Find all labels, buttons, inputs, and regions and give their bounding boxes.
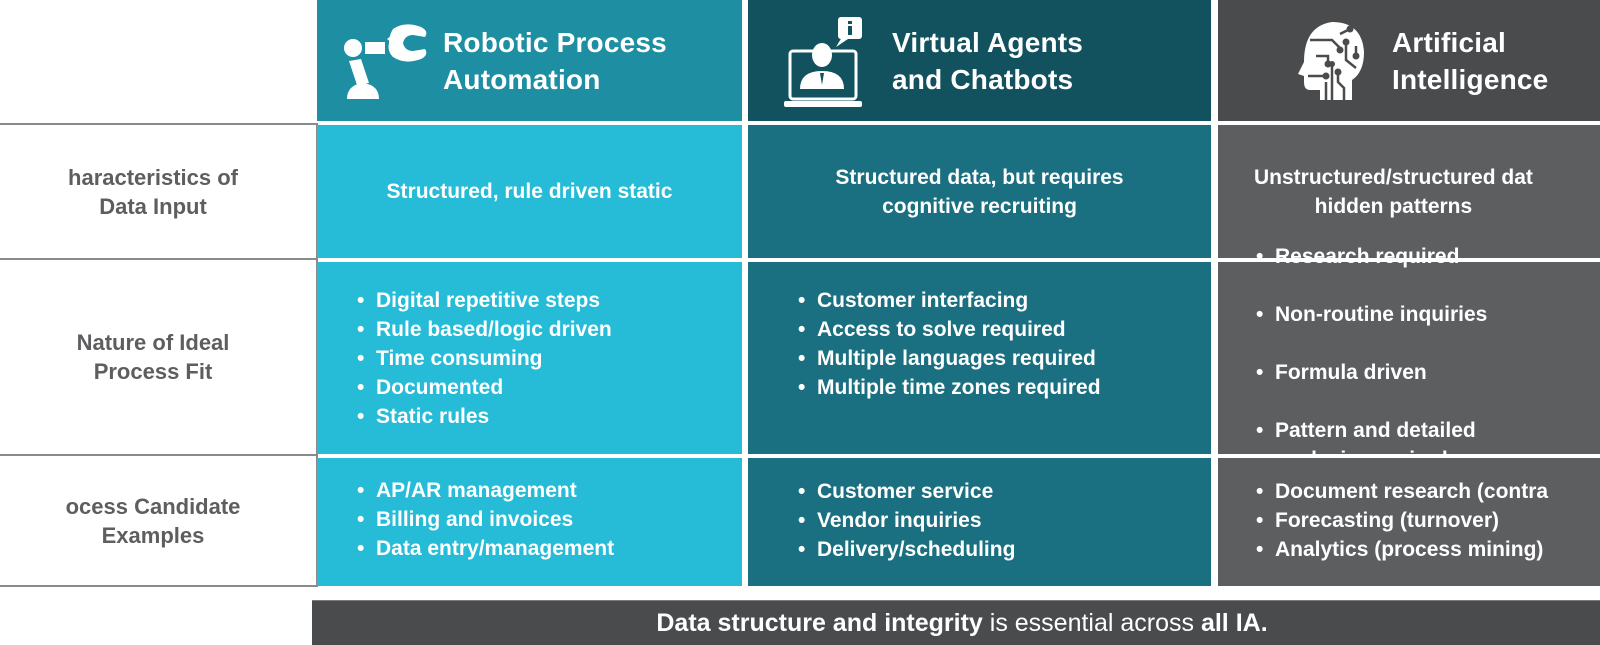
cell-rpa-characteristics: Structured, rule driven static — [317, 125, 742, 258]
list-item: Research required — [1256, 242, 1487, 271]
footer-bold-text-end: all IA. — [1200, 608, 1268, 637]
list-item: Non-routine inquiries — [1256, 300, 1487, 329]
column-title-ai: Artificial Intelligence — [1392, 26, 1549, 95]
rpa-process-fit-list: Digital repetitive steps Rule based/logi… — [357, 286, 612, 431]
cell-virtual-agents-characteristics: Structured data, but requires cognitive … — [748, 125, 1211, 258]
ai-head-circuit-icon — [1296, 20, 1368, 102]
footer-banner: Data structure and integrity is essentia… — [312, 600, 1600, 645]
ai-examples-list: Document research (contra Forecasting (t… — [1256, 477, 1548, 564]
column-header-rpa: Robotic Process Automation — [317, 0, 742, 121]
row-divider — [0, 585, 318, 587]
row-label-process-fit: Nature of Ideal Process Fit — [76, 330, 230, 384]
list-item: Document research (contra — [1256, 477, 1548, 506]
row-divider — [0, 123, 318, 125]
rpa-examples-list: AP/AR management Billing and invoices Da… — [357, 476, 614, 563]
list-item: Forecasting (turnover) — [1256, 506, 1548, 535]
virtual-agent-laptop-icon — [784, 15, 864, 107]
column-title-virtual-agents: Virtual Agents and Chatbots — [892, 26, 1084, 95]
list-item: Vendor inquiries — [798, 506, 1015, 535]
cell-rpa-examples: AP/AR management Billing and invoices Da… — [317, 458, 742, 586]
list-item: Rule based/logic driven — [357, 315, 612, 344]
list-item: Analytics (process mining) — [1256, 535, 1548, 564]
list-item: Digital repetitive steps — [357, 286, 612, 315]
list-item: AP/AR management — [357, 476, 614, 505]
list-item: Customer service — [798, 477, 1015, 506]
list-item: Customer interfacing — [798, 286, 1101, 315]
cell-virtual-agents-process-fit: Customer interfacing Access to solve req… — [748, 262, 1211, 454]
row-divider — [0, 454, 318, 456]
cell-ai-characteristics: Unstructured/structured dat hidden patte… — [1218, 125, 1600, 258]
column-header-ai: Artificial Intelligence — [1218, 0, 1600, 121]
list-item: Multiple languages required — [798, 344, 1101, 373]
list-item: Formula driven — [1256, 358, 1487, 387]
robotic-arm-icon — [343, 21, 433, 101]
list-item: Data entry/management — [357, 534, 614, 563]
cell-virtual-agents-examples: Customer service Vendor inquiries Delive… — [748, 458, 1211, 586]
column-header-virtual-agents: Virtual Agents and Chatbots — [748, 0, 1211, 121]
list-item: Time consuming — [357, 344, 612, 373]
list-item: Delivery/scheduling — [798, 535, 1015, 564]
list-item: Documented — [357, 373, 612, 402]
cell-rpa-process-fit: Digital repetitive steps Rule based/logi… — [317, 262, 742, 454]
row-label-characteristics: haracteristics of Data Input — [68, 164, 238, 219]
footer-text: is essential across — [982, 608, 1201, 637]
cell-ai-process-fit: Research required Non-routine inquiries … — [1218, 242, 1600, 471]
cell-ai-examples: Document research (contra Forecasting (t… — [1218, 458, 1600, 586]
list-item: Multiple time zones required — [798, 373, 1101, 402]
virtual-agents-process-fit-list: Customer interfacing Access to solve req… — [798, 286, 1101, 402]
footer-bold-text: Data structure and integrity — [656, 608, 983, 637]
ai-process-fit-list: Research required Non-routine inquiries … — [1256, 213, 1487, 503]
row-divider — [0, 258, 318, 260]
column-title-rpa: Robotic Process Automation — [443, 26, 667, 95]
row-label-examples: ocess Candidate Examples — [65, 493, 241, 548]
list-item: Access to solve required — [798, 315, 1101, 344]
list-item: Static rules — [357, 402, 612, 431]
virtual-agents-examples-list: Customer service Vendor inquiries Delive… — [798, 477, 1015, 564]
list-item: Billing and invoices — [357, 505, 614, 534]
